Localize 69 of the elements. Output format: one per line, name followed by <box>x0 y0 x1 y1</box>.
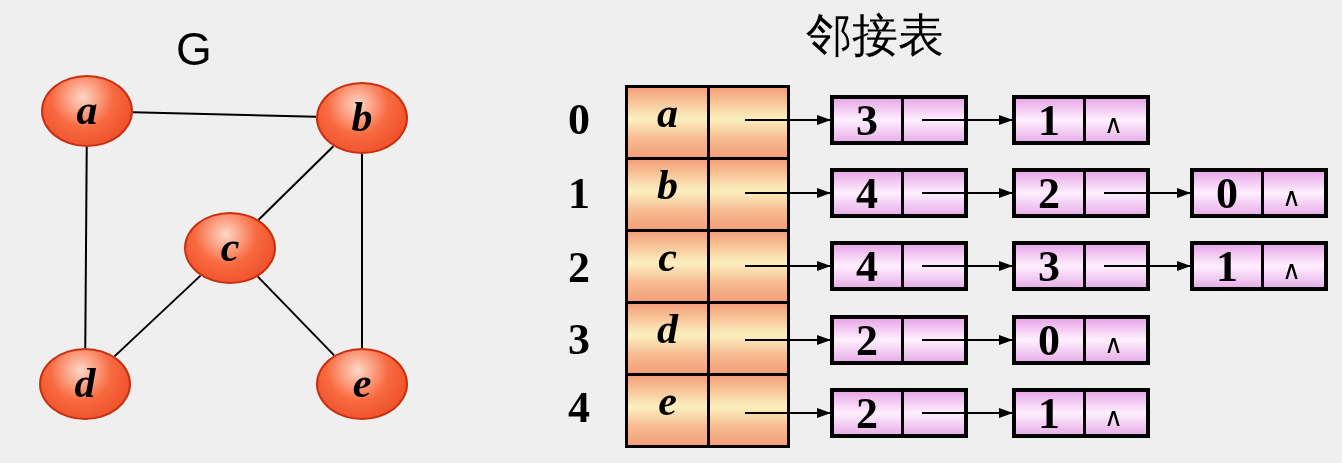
node-value: 3 <box>1037 245 1061 289</box>
row-index: 0 <box>568 98 590 142</box>
arrow <box>744 115 831 125</box>
list-node <box>1012 315 1150 365</box>
list-node <box>1012 95 1150 145</box>
null-pointer: ∧ <box>1282 184 1302 210</box>
arrow <box>921 188 1013 198</box>
edge-line <box>256 275 336 357</box>
node-value: 1 <box>1037 99 1061 143</box>
vertex-letter: b <box>656 164 679 206</box>
vertex-letter: d <box>656 308 680 350</box>
list-node <box>1012 241 1150 291</box>
vertex-letter: b <box>350 96 374 138</box>
graph-title: G <box>176 26 212 72</box>
arrow <box>744 188 831 198</box>
arrow <box>921 335 1013 345</box>
list-node <box>830 168 968 218</box>
edge-line <box>132 111 317 118</box>
node-value: 2 <box>855 392 879 436</box>
node-value: 0 <box>1037 319 1061 363</box>
list-node <box>1190 168 1328 218</box>
arrow <box>744 261 831 271</box>
table-row <box>625 85 790 160</box>
vertex-letter: e <box>657 380 678 422</box>
arrow <box>1103 261 1191 271</box>
list-node <box>1012 388 1150 438</box>
edge-line <box>113 274 202 358</box>
vertex-letter: c <box>657 236 678 278</box>
row-index: 2 <box>568 246 590 290</box>
null-pointer: ∧ <box>1282 257 1302 283</box>
vertex-letter: c <box>219 226 241 268</box>
row-index: 4 <box>568 386 590 430</box>
table-row <box>625 373 790 448</box>
null-pointer: ∧ <box>1104 404 1124 430</box>
list-node <box>1190 241 1328 291</box>
arrow <box>921 115 1013 125</box>
list-node <box>830 315 968 365</box>
table-row <box>625 157 790 232</box>
node-value: 2 <box>855 319 879 363</box>
vertex-letter: a <box>656 92 679 134</box>
node-value: 3 <box>855 99 879 143</box>
list-node <box>830 241 968 291</box>
arrow <box>1103 188 1191 198</box>
table-title: 邻接表 <box>806 12 944 58</box>
node-value: 1 <box>1037 392 1061 436</box>
row-index: 1 <box>568 172 590 216</box>
vertex-letter: d <box>73 362 97 404</box>
node-value: 0 <box>1215 172 1239 216</box>
list-node <box>1012 168 1150 218</box>
edge-line <box>361 153 363 349</box>
arrow <box>744 335 831 345</box>
node-value: 4 <box>855 245 879 289</box>
node-value: 4 <box>855 172 879 216</box>
table-row <box>625 229 790 304</box>
null-pointer: ∧ <box>1104 111 1124 137</box>
edge-line <box>84 146 88 349</box>
table-row <box>625 301 790 376</box>
node-value: 1 <box>1215 245 1239 289</box>
node-value: 2 <box>1037 172 1061 216</box>
arrow <box>921 261 1013 271</box>
edge-line <box>257 145 335 221</box>
list-node <box>830 388 968 438</box>
vertex-letter: e <box>351 362 373 404</box>
list-node <box>830 95 968 145</box>
row-index: 3 <box>568 318 590 362</box>
arrow <box>744 408 831 418</box>
vertex-letter: a <box>75 89 99 131</box>
null-pointer: ∧ <box>1104 331 1124 357</box>
arrow <box>921 408 1013 418</box>
